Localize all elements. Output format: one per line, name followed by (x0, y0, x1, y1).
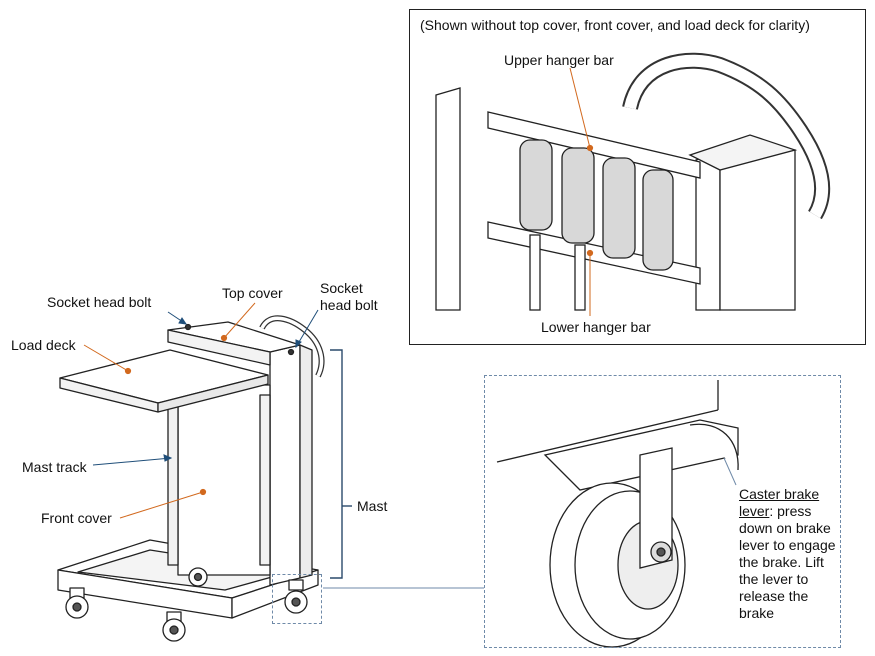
inset-caption: (Shown without top cover, front cover, a… (420, 17, 810, 33)
caster-highlight-box (272, 574, 322, 624)
load-deck-panel (59, 349, 269, 413)
callout-leaders (83, 67, 594, 519)
label-mast: Mast (357, 498, 388, 514)
label-socket-head-bolt-left: Socket head bolt (47, 294, 152, 310)
mast-bracket (330, 349, 343, 579)
caster-rear-left (188, 567, 208, 587)
caster-detail-inset (484, 375, 841, 648)
front-cover-panel (177, 384, 271, 576)
label-front-cover: Front cover (41, 510, 112, 526)
handle-highlight (260, 316, 324, 377)
caster-brake-body: press down on brake lever to engage the … (739, 503, 836, 621)
brake-leader (723, 457, 737, 486)
label-top-cover: Top cover (222, 285, 283, 301)
label-lower-hanger-bar: Lower hanger bar (541, 319, 651, 335)
hanger-assembly (435, 52, 831, 311)
caster-brake-title: Caster brake lever (739, 486, 820, 519)
caster-closeup (496, 380, 739, 648)
hanger-detail-inset (409, 9, 866, 345)
top-cover-panel (167, 321, 301, 366)
caster-front-right (162, 611, 186, 642)
mast-column (269, 344, 313, 586)
caster-rear-right (284, 579, 308, 614)
caster-front-left (65, 587, 89, 619)
label-load-deck: Load deck (11, 337, 76, 353)
mast-track-left (167, 404, 179, 566)
socket-head-bolt-right (287, 348, 295, 356)
label-socket-head-bolt-right-2: head bolt (320, 297, 378, 313)
label-upper-hanger-bar: Upper hanger bar (504, 52, 614, 68)
socket-head-bolt-left (184, 323, 192, 331)
label-mast-track: Mast track (22, 459, 87, 475)
leaders (92, 309, 484, 589)
mast-track-right (259, 394, 271, 566)
caster-brake-note: Caster brake lever: press down on brake … (739, 486, 836, 621)
label-socket-head-bolt-right-1: Socket (320, 280, 363, 296)
